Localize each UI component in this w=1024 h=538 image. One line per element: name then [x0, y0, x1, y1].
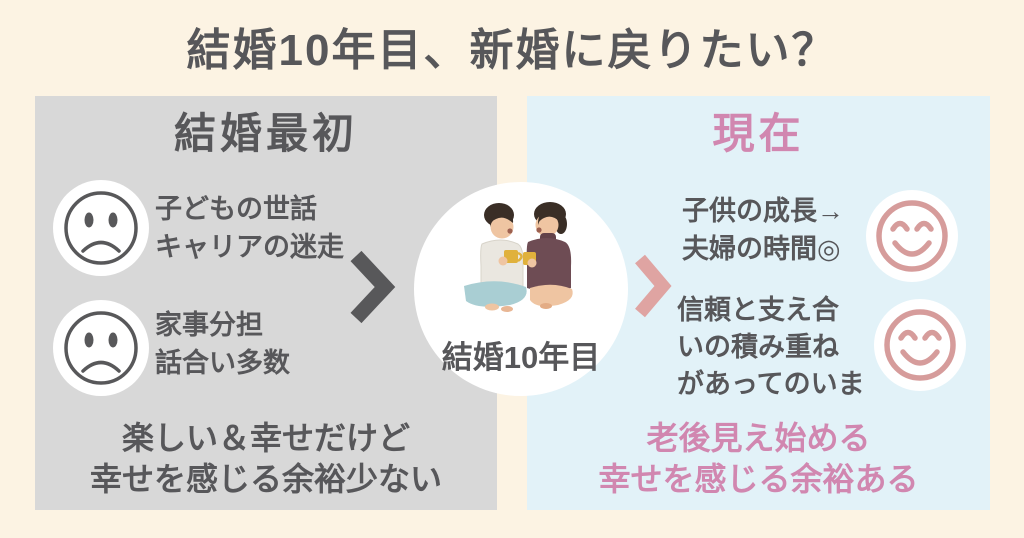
chevron-right-dark-icon	[349, 250, 396, 324]
panel-present-title: 現在	[712, 110, 805, 157]
chevron-right-pink-icon	[634, 254, 672, 318]
center-year-badge: 結婚10年目	[414, 182, 628, 396]
happy-face-icon	[884, 309, 956, 381]
couple-illustration	[464, 202, 573, 312]
left-summary-text: 楽しい＆幸せだけど 幸せを感じる余裕少ない	[89, 420, 442, 497]
panel-marriage-start-title: 結婚最初	[173, 110, 358, 157]
left-item-2-text: 家事分担 話合い多数	[155, 310, 290, 378]
left-item-1-text: 子どもの世話 キャリアの迷走	[155, 194, 344, 262]
sad-face-badge	[53, 300, 149, 396]
happy-face-badge	[874, 299, 966, 391]
happy-face-badge	[866, 190, 958, 282]
sad-face-icon	[64, 191, 138, 265]
page-title: 結婚10年目、新婚に戻りたい？	[186, 26, 838, 75]
sad-face-badge	[53, 180, 149, 276]
right-item-2-text: 信頼と支え合 いの積み重ね があってのいま	[677, 295, 865, 399]
happy-face-icon	[876, 200, 948, 272]
center-year-label: 結婚10年目	[441, 340, 601, 375]
right-summary-text: 老後見え始める 幸せを感じる余裕ある	[598, 420, 919, 497]
right-item-1-text: 子供の成長→ 夫婦の時間◎	[682, 196, 844, 264]
sad-face-icon	[64, 311, 138, 385]
